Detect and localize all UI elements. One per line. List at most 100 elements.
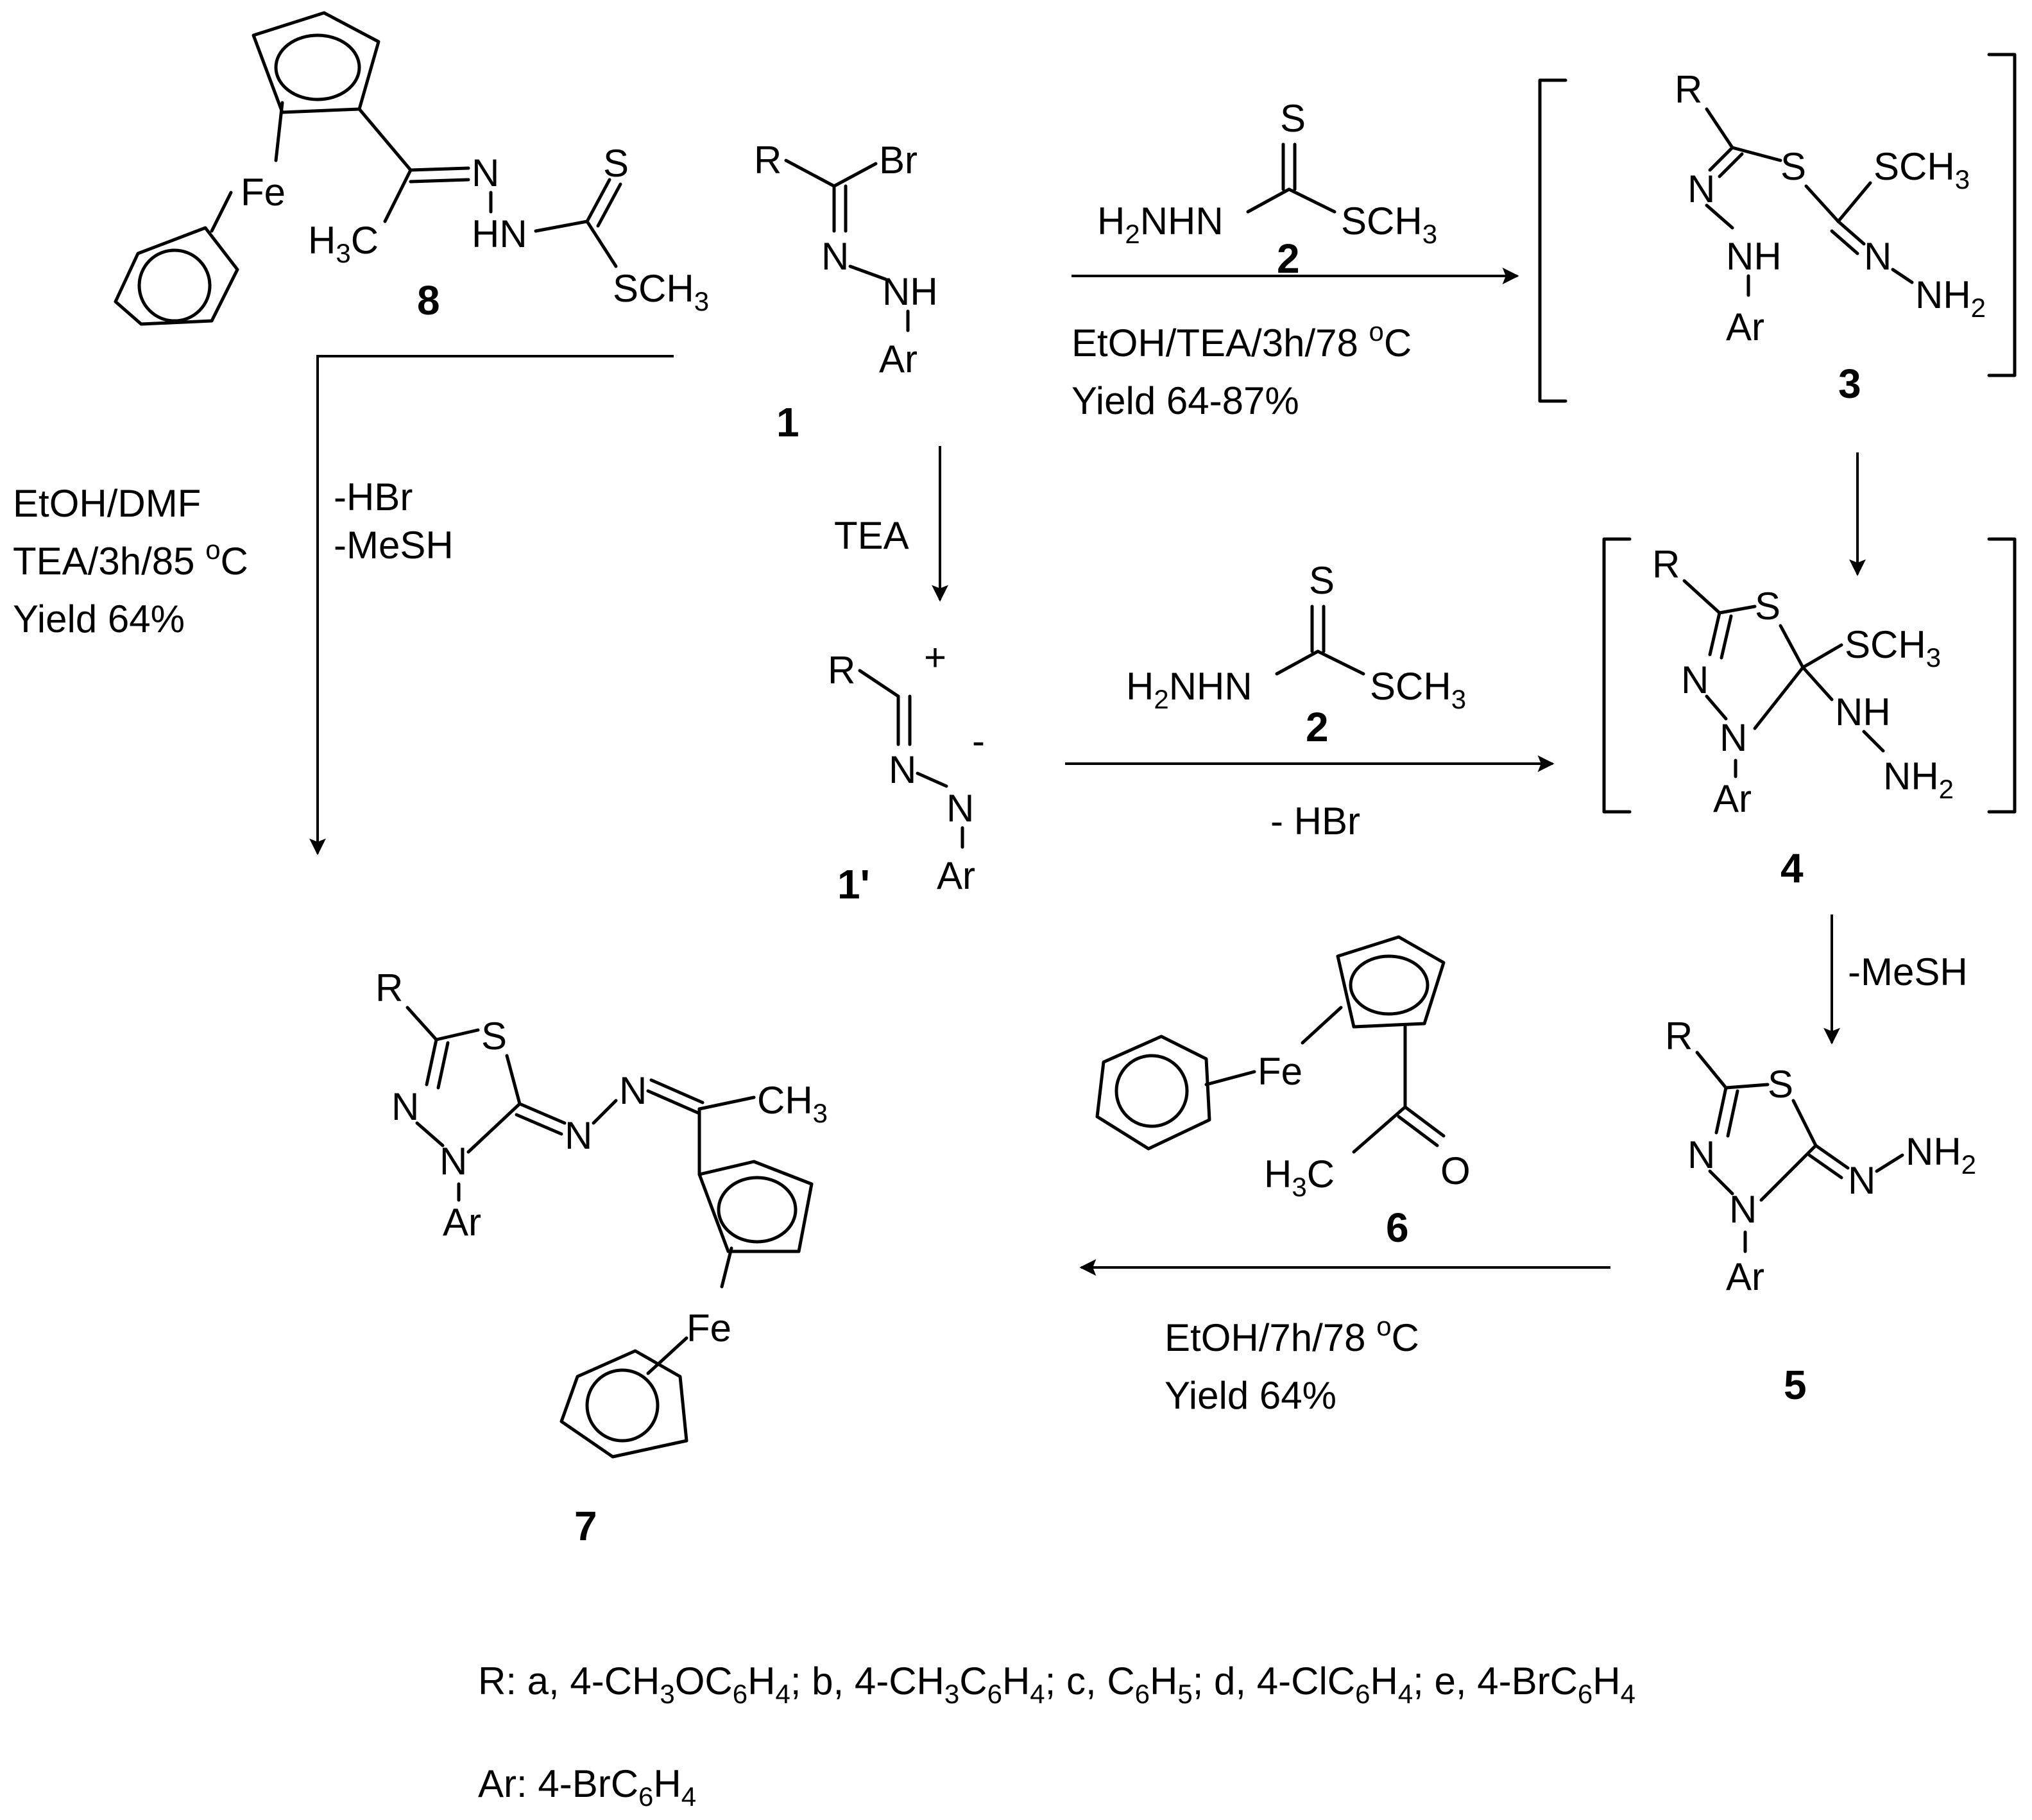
r-label: R: [1652, 543, 1680, 586]
sch3-label: SCH3: [613, 267, 709, 316]
compound-number-8: 8: [417, 277, 440, 323]
left-bracket: [1602, 537, 1632, 814]
n-aryl-label: N: [1720, 716, 1747, 759]
r-label: R: [375, 966, 403, 1009]
plus-charge: +: [924, 636, 946, 679]
ar-label: Ar: [937, 854, 975, 897]
sch3-label: SCH3: [1874, 145, 1970, 194]
n-label: N: [821, 235, 849, 278]
h3c-label: H3C: [1264, 1153, 1335, 1202]
nh2-label: NH2: [1906, 1130, 1976, 1180]
s-label: S: [1768, 1063, 1793, 1106]
compound-4: R S N N SCH3 NH NH2 Ar 4: [1602, 537, 2017, 891]
left-bracket: [1538, 78, 1567, 403]
conditions-5-to-7: EtOH/7h/78 oC Yield 64%: [1165, 1311, 1419, 1417]
ar-label: Ar: [1713, 777, 1752, 820]
svg-text:EtOH/DMF: EtOH/DMF: [13, 482, 201, 525]
nh-label: NH: [1726, 235, 1782, 278]
s-label: S: [481, 1015, 507, 1058]
legend-ar: Ar: 4-BrC6H4: [478, 1762, 696, 1812]
compound-number-3: 3: [1838, 361, 1861, 407]
byproduct-hbr: - HBr: [1270, 800, 1360, 843]
thione-s-label: S: [603, 142, 629, 185]
legend: R: a, 4-CH3OC6H4; b, 4-CH3C6H4; c, C6H5;…: [478, 1660, 1635, 1812]
fe-label: Fe: [1258, 1050, 1302, 1093]
ar-label: Ar: [1726, 1255, 1764, 1298]
compound-number-1: 1: [776, 399, 799, 445]
sch3-label: SCH3: [1370, 665, 1466, 714]
svg-text:Yield 64-87%: Yield 64-87%: [1071, 379, 1299, 422]
sch3-label: SCH3: [1341, 200, 1437, 249]
r-label: R: [1665, 1015, 1693, 1058]
compound-number-1prime: 1': [837, 861, 870, 907]
carbonyl-o-label: O: [1440, 1149, 1471, 1192]
compound-3: R S N NH Ar SCH3 N NH2 3: [1538, 53, 2017, 407]
ar-label: Ar: [1726, 305, 1764, 348]
anion-n-label: N: [946, 787, 974, 830]
n-label: N: [1687, 167, 1715, 210]
right-bracket: [1987, 537, 2017, 814]
n-label: N: [1681, 658, 1709, 701]
reagent-tea: TEA: [834, 514, 909, 557]
legend-r: R: a, 4-CH3OC6H4; b, 4-CH3C6H4; c, C6H5;…: [478, 1660, 1635, 1709]
nh-label: NH: [882, 270, 938, 313]
imine-n-label: N: [1864, 235, 1891, 278]
sch3-label: SCH3: [1845, 623, 1941, 673]
imine-n-label: N: [472, 151, 499, 194]
compound-number-4: 4: [1780, 845, 1804, 891]
ar-label: Ar: [879, 338, 918, 381]
minus-charge: -: [972, 719, 985, 762]
s-label: S: [1755, 585, 1780, 628]
ar-label: Ar: [443, 1201, 481, 1244]
svg-text:-MeSH: -MeSH: [334, 524, 454, 567]
n-label: N: [391, 1085, 419, 1128]
thione-s-label: S: [1280, 97, 1306, 140]
h2nhn-label: H2NHN: [1126, 665, 1252, 714]
nh2-label: NH2: [1915, 273, 1986, 323]
svg-text:EtOH/TEA/3h/78 oC: EtOH/TEA/3h/78 oC: [1071, 316, 1412, 365]
h3c-label: H3C: [308, 219, 379, 268]
svg-text:Yield 64%: Yield 64%: [1165, 1374, 1336, 1417]
compound-8: Fe N H3C HN S SCH3 8: [114, 11, 709, 326]
nh2-label: NH2: [1883, 755, 1954, 804]
compound-number-2: 2: [1277, 236, 1300, 282]
compound-2-upper: S H2NHN SCH3 2: [1097, 97, 1437, 282]
n-aryl-label: N: [1729, 1188, 1757, 1231]
r-label: R: [754, 139, 781, 182]
r-label: R: [828, 649, 855, 692]
compound-7: R S N N N N CH3 Ar Fe 7: [375, 966, 828, 1549]
compound-5: R S N N N NH2 Ar 5: [1665, 1015, 1976, 1408]
svg-text:-HBr: -HBr: [334, 476, 413, 519]
compound-1prime: R + N - N Ar 1': [828, 636, 985, 907]
compound-6: Fe O H3C 6: [1095, 935, 1471, 1251]
hn-label: HN: [472, 212, 527, 255]
svg-text:EtOH/7h/78 oC: EtOH/7h/78 oC: [1165, 1311, 1419, 1359]
compound-1: R Br N NH Ar 1: [754, 139, 938, 445]
n-aryl-label: N: [440, 1140, 467, 1183]
azine-n2-label: N: [619, 1069, 647, 1112]
compound-number-5: 5: [1784, 1362, 1807, 1408]
n-label: N: [889, 748, 916, 791]
arrow-1-to-7: [309, 355, 674, 855]
thione-s-label: S: [1309, 559, 1335, 602]
ch3-label: CH3: [757, 1079, 828, 1128]
hydrazone-n-label: N: [1848, 1159, 1875, 1202]
conditions-1-to-3: EtOH/TEA/3h/78 oC Yield 64-87%: [1071, 316, 1412, 422]
n-label: N: [1687, 1133, 1715, 1176]
s-label: S: [1780, 145, 1806, 188]
compound-number-7: 7: [574, 1503, 597, 1549]
compound-number-6: 6: [1386, 1205, 1409, 1251]
conditions-1-to-7: EtOH/DMF TEA/3h/85 oC Yield 64% -HBr -Me…: [13, 476, 454, 640]
svg-text:Yield 64%: Yield 64%: [13, 597, 185, 640]
r-label: R: [1675, 68, 1702, 111]
h2nhn-label: H2NHN: [1097, 200, 1224, 249]
nh-label: NH: [1835, 691, 1891, 734]
right-bracket: [1987, 53, 2017, 377]
fe-label: Fe: [687, 1307, 731, 1350]
byproduct-mesh: -MeSH: [1848, 950, 1968, 993]
compound-number-2: 2: [1306, 704, 1329, 750]
svg-text:TEA/3h/85 oC: TEA/3h/85 oC: [13, 535, 248, 583]
br-label: Br: [879, 139, 918, 182]
azine-n1-label: N: [565, 1114, 592, 1157]
